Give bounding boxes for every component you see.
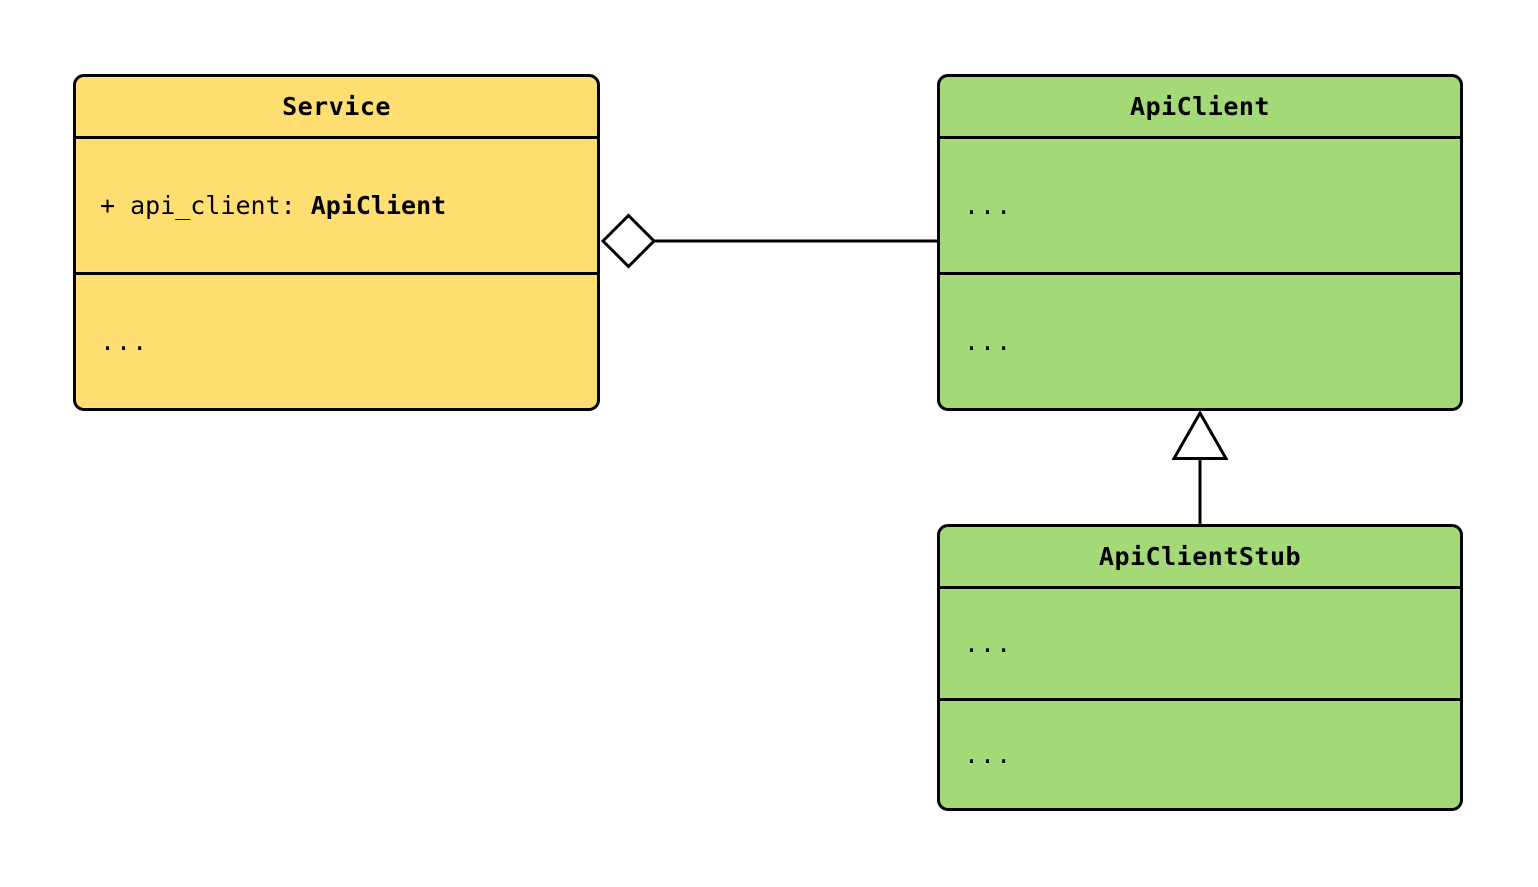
attributes-placeholder-apiclientstub: ... xyxy=(964,629,1013,658)
aggregation-service-apiclient xyxy=(600,213,937,269)
class-methods-apiclient: ... xyxy=(940,272,1460,408)
generalization-apiclientstub-apiclient xyxy=(1171,409,1229,524)
class-attributes-apiclient: ... xyxy=(940,136,1460,272)
class-title-apiclient: ApiClient xyxy=(1130,92,1270,121)
methods-placeholder-service: ... xyxy=(100,327,149,356)
class-box-service[interactable]: Service + api_client: ApiClient ... xyxy=(73,74,600,411)
class-title-apiclientstub: ApiClientStub xyxy=(1098,542,1302,571)
hollow-triangle-icon xyxy=(1171,409,1229,460)
class-attributes-apiclientstub: ... xyxy=(940,586,1460,698)
class-box-apiclientstub[interactable]: ApiClientStub ... ... xyxy=(937,524,1463,811)
methods-placeholder-apiclientstub: ... xyxy=(964,740,1013,769)
class-methods-service: ... xyxy=(76,272,597,408)
class-box-apiclient[interactable]: ApiClient ... ... xyxy=(937,74,1463,411)
attribute-label-api-client: + api_client: xyxy=(100,191,311,220)
attributes-placeholder-apiclient: ... xyxy=(964,191,1013,220)
class-methods-apiclientstub: ... xyxy=(940,698,1460,808)
attribute-type-api-client: ApiClient xyxy=(310,191,447,220)
hollow-diamond-icon xyxy=(600,213,657,269)
class-attributes-service: + api_client: ApiClient xyxy=(76,136,597,272)
methods-placeholder-apiclient: ... xyxy=(964,327,1013,356)
class-title-service: Service xyxy=(282,92,391,121)
